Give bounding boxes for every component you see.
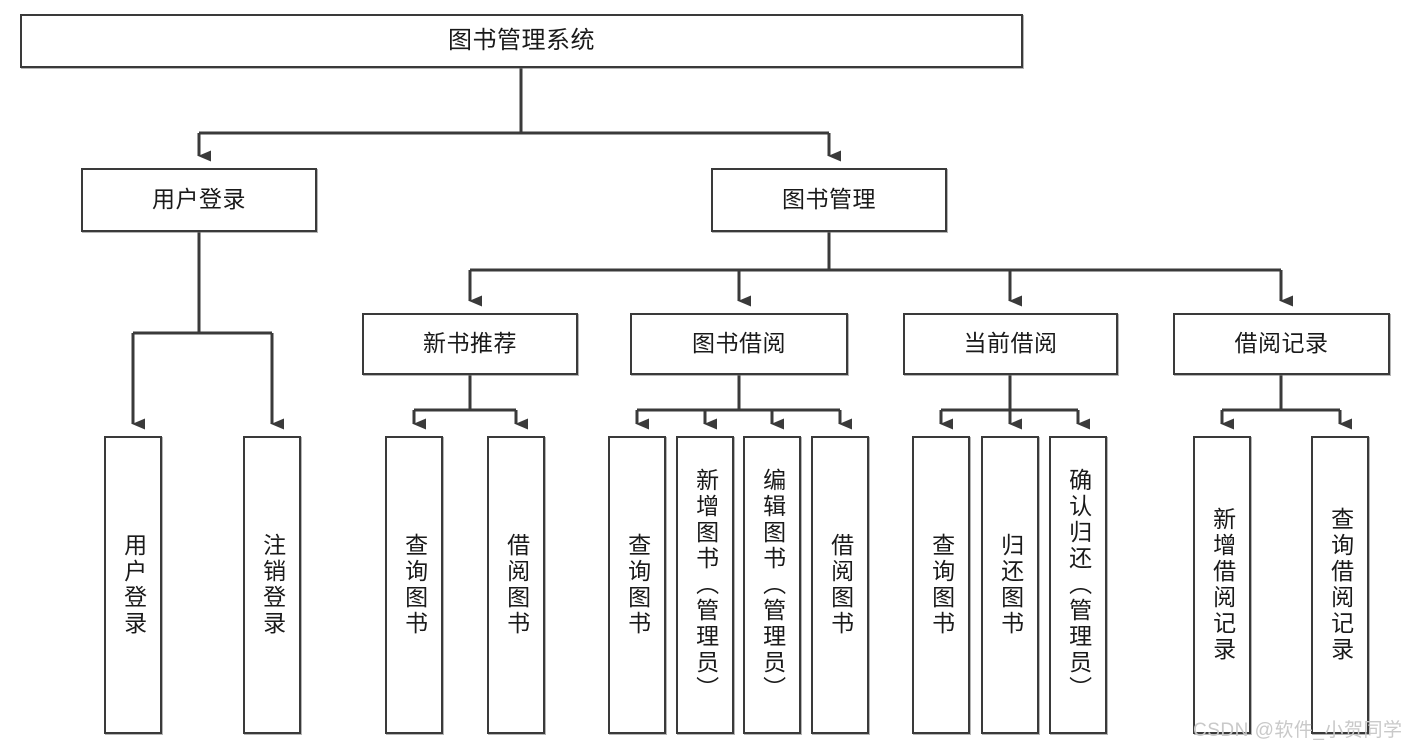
node-label: 图书管理 <box>782 186 876 213</box>
leaf-query-book-borrow[interactable]: 查询图书 <box>608 436 666 734</box>
node-user-login[interactable]: 用户登录 <box>81 168 317 232</box>
node-label: 新增图书（管理员） <box>692 468 719 702</box>
node-label: 查询图书 <box>624 533 651 637</box>
node-label: 编辑图书（管理员） <box>759 468 786 702</box>
node-label: 借阅图书 <box>827 533 854 637</box>
leaf-return-book[interactable]: 归还图书 <box>981 436 1039 734</box>
leaf-query-book-current[interactable]: 查询图书 <box>912 436 970 734</box>
csdn-watermark: CSDN @软件_小贺同学 <box>1193 715 1402 742</box>
leaf-confirm-return-admin[interactable]: 确认归还（管理员） <box>1049 436 1107 734</box>
leaf-user-login[interactable]: 用户登录 <box>104 436 162 734</box>
node-label: 查询借阅记录 <box>1327 507 1354 663</box>
leaf-add-book-admin[interactable]: 新增图书（管理员） <box>676 436 734 734</box>
node-label: 新增借阅记录 <box>1209 507 1236 663</box>
node-label: 当前借阅 <box>963 330 1058 357</box>
node-label: 注销登录 <box>259 533 286 637</box>
node-label: 确认归还（管理员） <box>1065 468 1092 702</box>
node-label: 图书管理系统 <box>448 26 595 54</box>
node-label: 查询图书 <box>401 533 428 637</box>
node-label: 用户登录 <box>120 533 147 637</box>
node-root-system[interactable]: 图书管理系统 <box>20 14 1023 68</box>
node-label: 用户登录 <box>152 186 246 213</box>
node-label: 查询图书 <box>928 533 955 637</box>
node-label: 归还图书 <box>997 533 1024 637</box>
leaf-logout[interactable]: 注销登录 <box>243 436 301 734</box>
leaf-query-borrow-record[interactable]: 查询借阅记录 <box>1311 436 1369 734</box>
leaf-borrow-book[interactable]: 借阅图书 <box>811 436 869 734</box>
leaf-add-borrow-record[interactable]: 新增借阅记录 <box>1193 436 1251 734</box>
node-borrow-record[interactable]: 借阅记录 <box>1173 313 1390 375</box>
leaf-edit-book-admin[interactable]: 编辑图书（管理员） <box>743 436 801 734</box>
node-book-management[interactable]: 图书管理 <box>711 168 947 232</box>
watermark-text: CSDN @软件_小贺同学 <box>1193 720 1403 741</box>
leaf-borrow-book-recommend[interactable]: 借阅图书 <box>487 436 545 734</box>
node-label: 借阅图书 <box>503 533 530 637</box>
node-label: 图书借阅 <box>692 330 786 357</box>
node-label: 新书推荐 <box>423 330 517 357</box>
leaf-query-book-recommend[interactable]: 查询图书 <box>385 436 443 734</box>
node-book-borrow[interactable]: 图书借阅 <box>630 313 848 375</box>
node-new-book-recommend[interactable]: 新书推荐 <box>362 313 578 375</box>
node-current-borrow[interactable]: 当前借阅 <box>903 313 1118 375</box>
node-label: 借阅记录 <box>1234 330 1329 357</box>
